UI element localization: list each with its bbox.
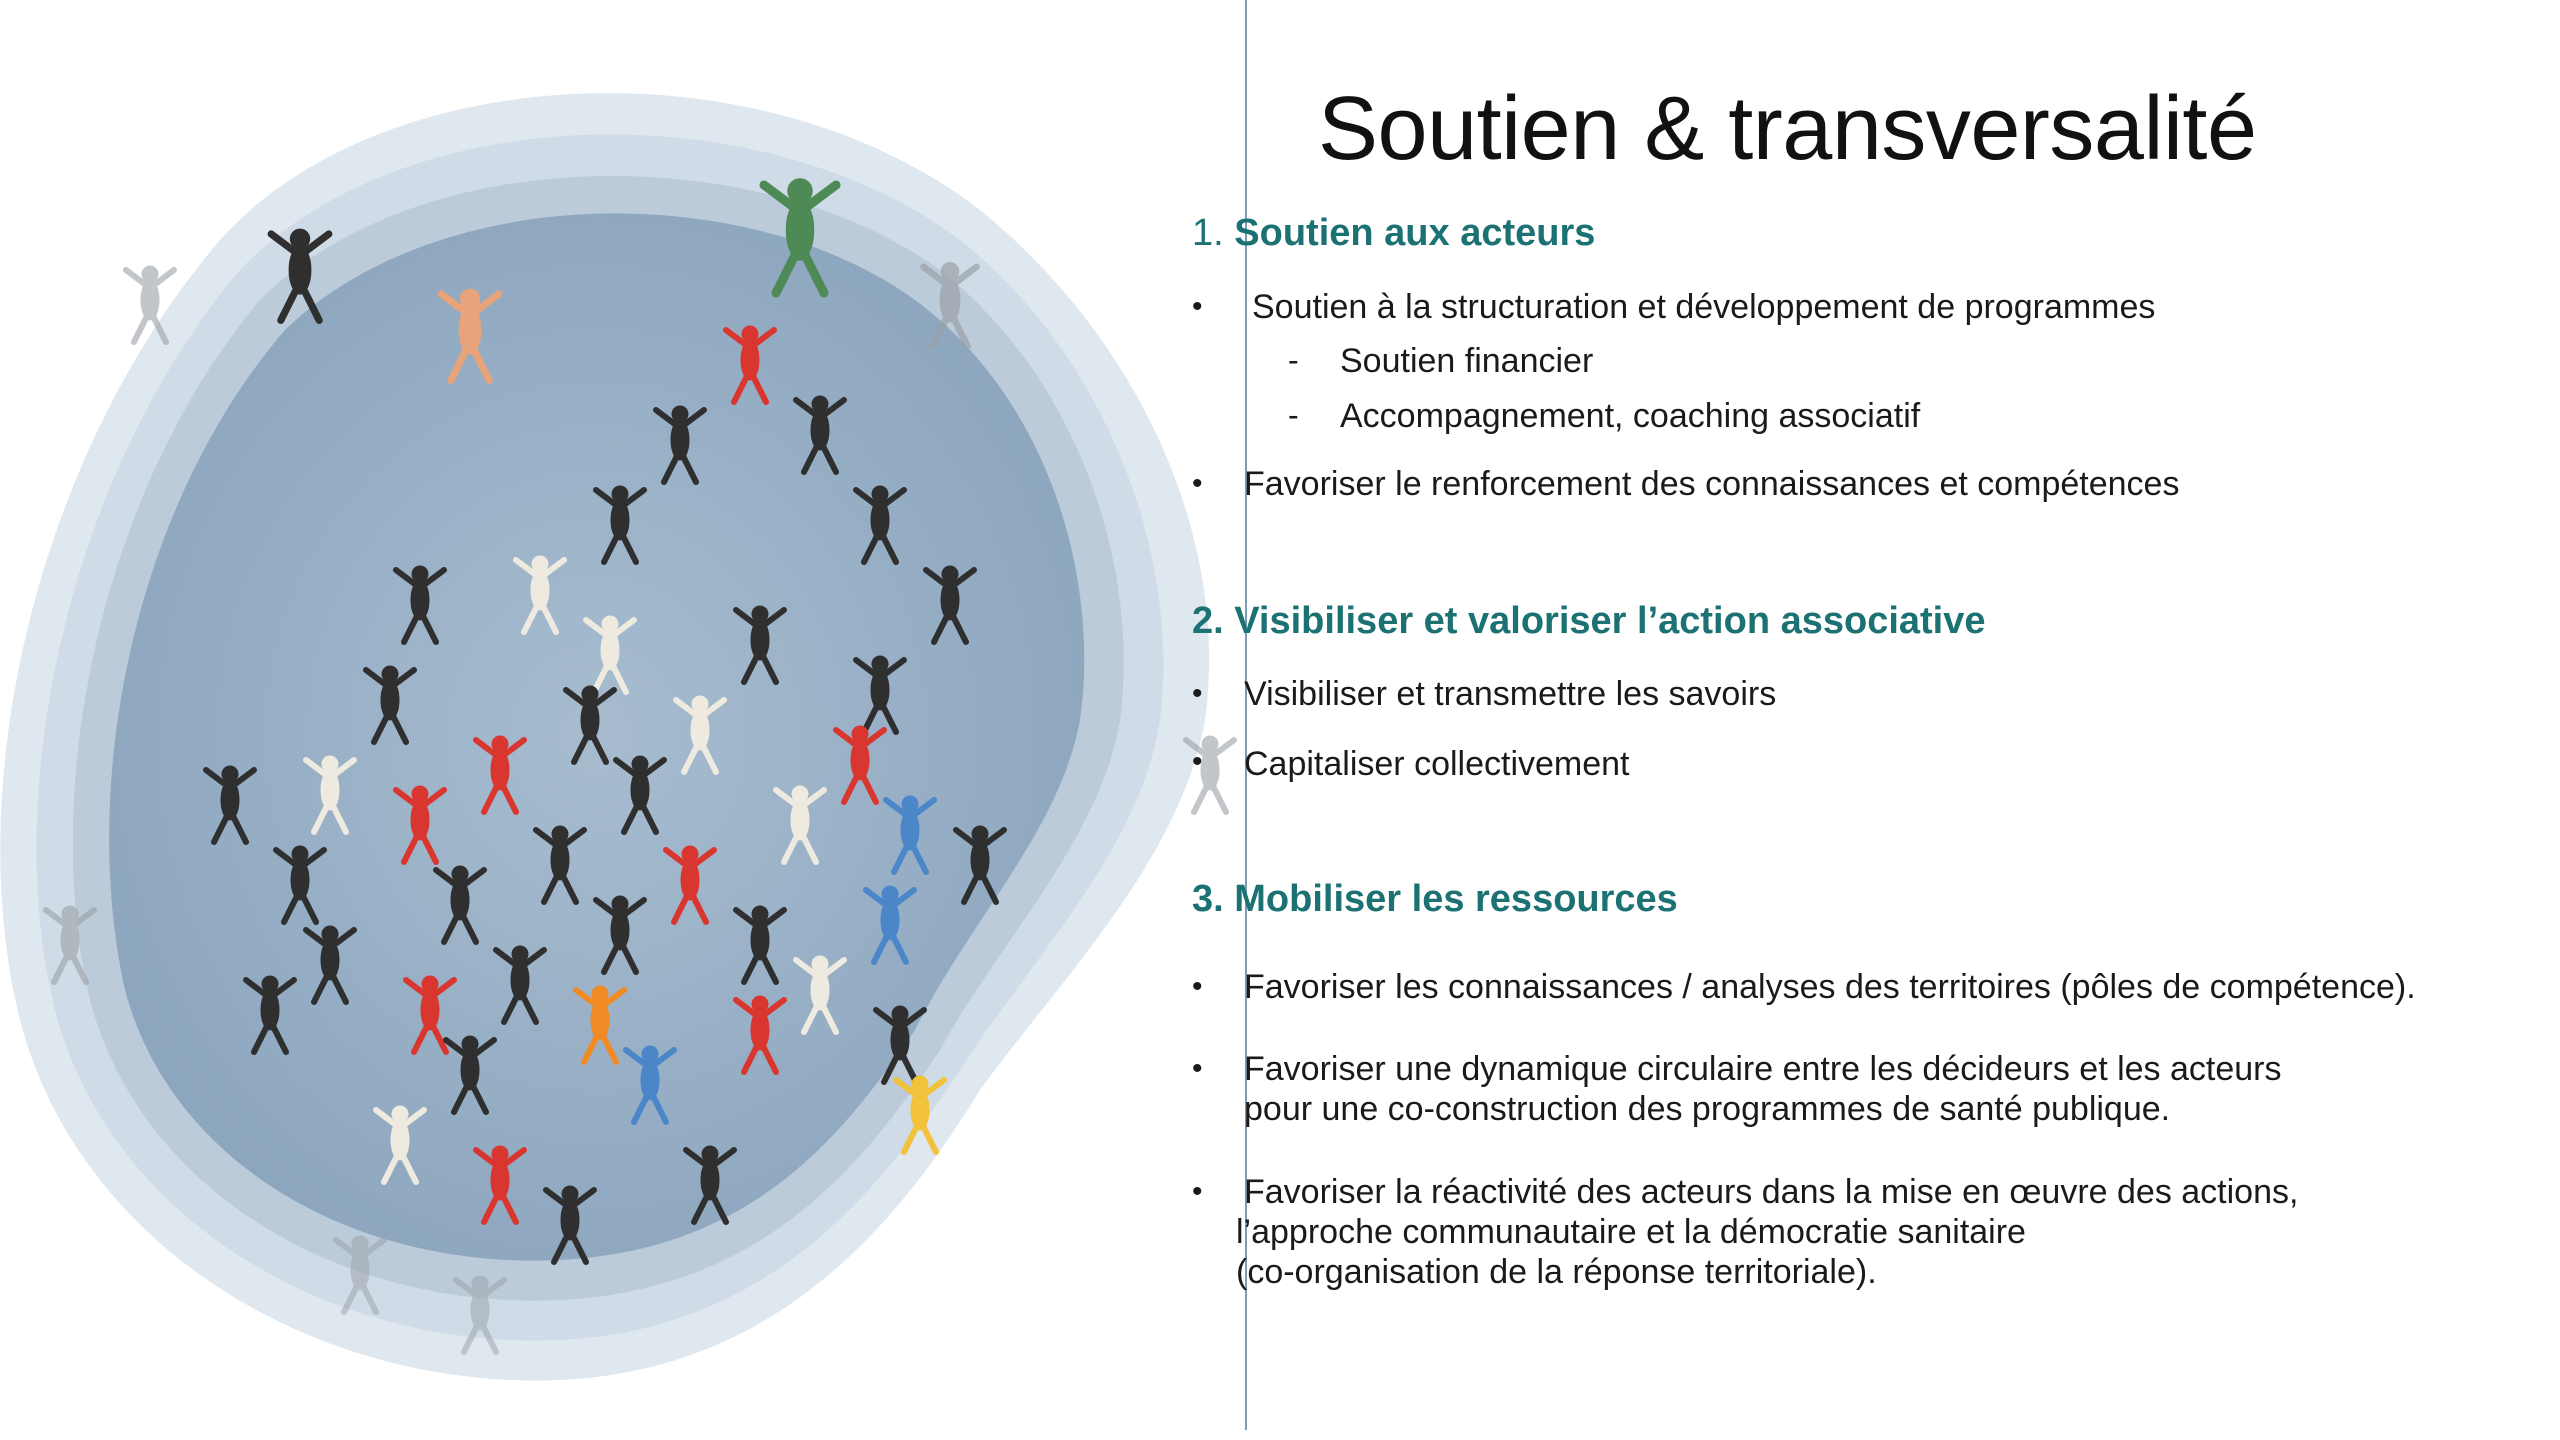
section-2-title: Visibiliser et valoriser l’action associ… <box>1234 600 1986 642</box>
section-3-bullet-2-line-2: pour une co-construction des programmes … <box>1244 1090 2171 1128</box>
dash-glyph: - <box>1288 342 1299 378</box>
section-1-title: Soutien aux acteurs <box>1234 212 1596 254</box>
section-3-number: 3. <box>1192 878 1224 920</box>
section-2-heading: 2. Visibiliser et valoriser l’action ass… <box>1192 600 1986 643</box>
section-2-number: 2. <box>1192 600 1224 642</box>
bullet-glyph: • <box>1192 467 1203 500</box>
bullet-glyph: • <box>1192 1052 1203 1085</box>
section-1-bullet-1: Soutien à la structuration et développem… <box>1252 288 2156 326</box>
skydivers-formation-photo-icon <box>0 93 1260 1381</box>
dash-glyph: - <box>1288 397 1299 433</box>
section-1-heading: 1. Soutien aux acteurs <box>1192 212 1595 255</box>
section-3-bullet-3-line-2: l’approche communautaire et la démocrati… <box>1236 1213 2026 1251</box>
section-1-sub-1: Soutien financier <box>1340 342 1594 380</box>
bullet-glyph: • <box>1192 745 1203 778</box>
section-3-bullet-3-line-1: Favoriser la réactivité des acteurs dans… <box>1244 1173 2299 1211</box>
bullet-glyph: • <box>1192 970 1203 1003</box>
section-1-bullet-2: Favoriser le renforcement des connaissan… <box>1244 465 2180 503</box>
section-1-sub-2: Accompagnement, coaching associatif <box>1340 397 1921 435</box>
section-3-title: Mobiliser les ressources <box>1234 878 1678 920</box>
bullet-glyph: • <box>1192 1175 1203 1208</box>
bullet-glyph: • <box>1192 677 1203 710</box>
section-3-heading: 3. Mobiliser les ressources <box>1192 878 1678 921</box>
section-3-bullet-3-line-3: (co-organisation de la réponse territori… <box>1236 1253 1877 1291</box>
slide-title: Soutien & transversalité <box>1318 79 2257 179</box>
section-3-bullet-1: Favoriser les connaissances / analyses d… <box>1244 968 2416 1006</box>
section-2-bullet-1: Visibiliser et transmettre les savoirs <box>1244 675 1777 713</box>
section-2-bullet-2: Capitaliser collectivement <box>1244 745 1630 783</box>
section-1-number: 1. <box>1192 212 1224 254</box>
section-3-bullet-2-line-1: Favoriser une dynamique circulaire entre… <box>1244 1050 2282 1088</box>
vertical-divider <box>1245 0 1247 1430</box>
bullet-glyph: • <box>1192 290 1203 323</box>
